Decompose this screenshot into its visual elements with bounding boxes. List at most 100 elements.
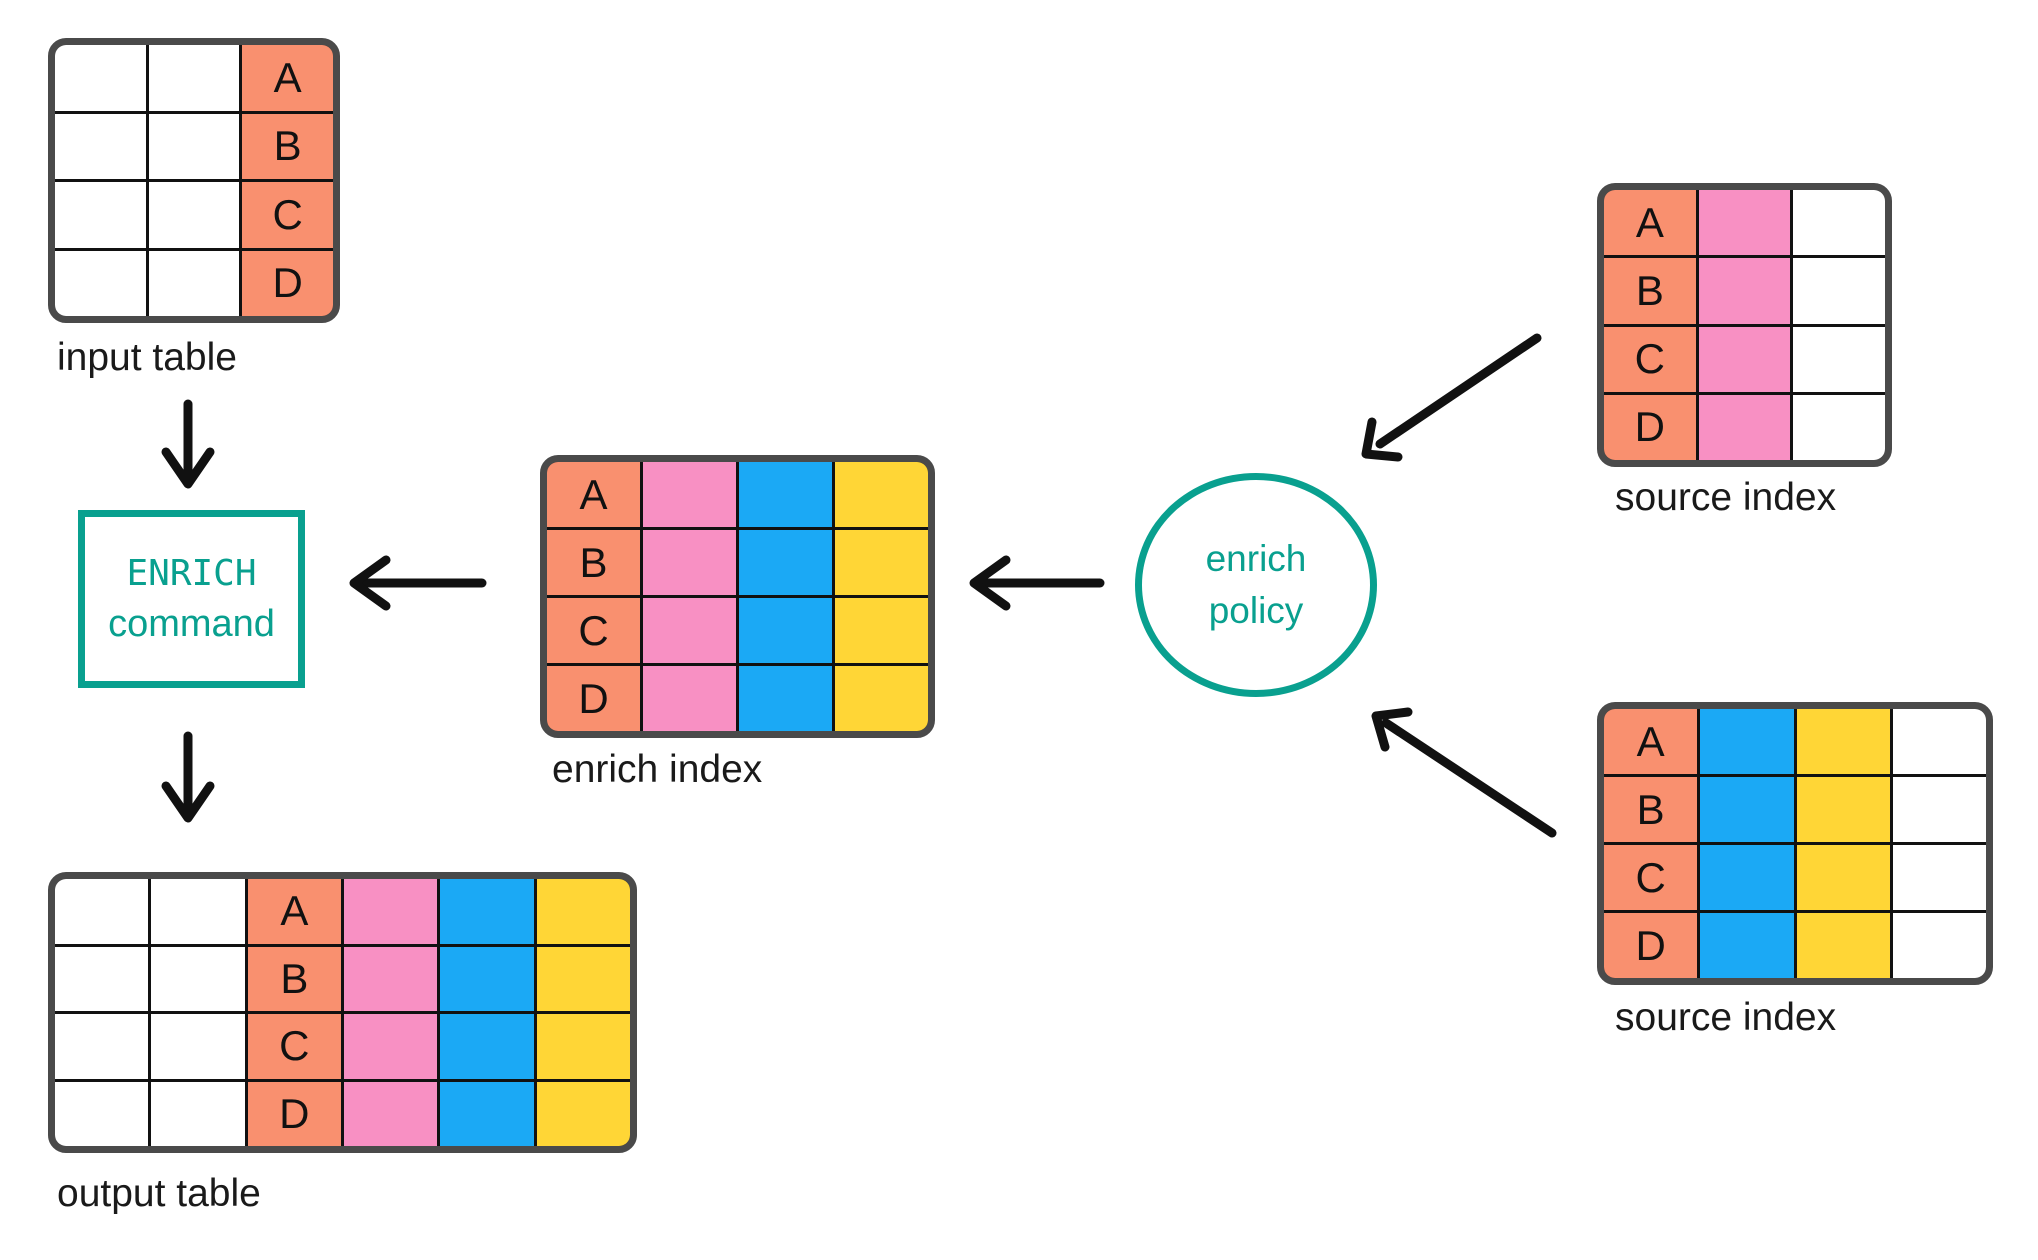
table-cell [1796,845,1890,910]
table-cell [1793,394,1885,460]
table-cell-letter: D [247,1081,341,1146]
table-cell-letter: A [247,879,341,944]
table-cell [344,879,438,944]
table-cell-letter: D [1604,394,1696,460]
table-cell [440,879,534,944]
input-table-label: input table [57,336,237,379]
table-cell [344,1014,438,1079]
table-cell-letter: B [1604,777,1698,842]
table-cell [344,1081,438,1146]
table-cell [151,1014,245,1079]
table-cell [148,182,240,248]
table-cell [835,530,928,595]
table-cell-letter: B [1604,258,1696,324]
source-index-top-label: source index [1615,476,1837,519]
table-cell-letter: C [242,182,333,248]
table-cell-letter: B [547,530,640,595]
table-cell [1892,845,1986,910]
table-cell [151,1081,245,1146]
table-cell [739,666,832,731]
table-cell-letter: C [547,598,640,663]
enrich-command-box: ENRICH command [78,510,305,688]
table-cell [536,879,630,944]
table-cell-letter: A [1604,190,1696,256]
table-cell [1700,913,1794,978]
table-cell-letter: B [242,113,333,179]
table-cell [1698,326,1791,392]
arrow-source-index-top-to-enrich-policy [1361,333,1542,462]
table-cell [1698,394,1791,460]
table-cell [1700,709,1794,774]
table-cell [739,530,832,595]
enrich-command-keyword: ENRICH [126,553,257,594]
table-cell-letter: C [247,1014,341,1079]
table-cell [440,1081,534,1146]
arrow-enrich-policy-to-enrich-index [969,555,1105,611]
table-cell [1796,777,1890,842]
table-cell-letter: A [1604,709,1698,774]
table-cell [1700,845,1794,910]
enrich-command-word: command [108,603,275,645]
arrow-source-index-bottom-to-enrich-policy [1371,707,1557,838]
table-cell [536,1014,630,1079]
table-cell [739,598,832,663]
table-cell-letter: A [242,45,333,111]
arrow-input-table-to-enrich-command [161,399,215,489]
table-cell [643,530,736,595]
table-cell [151,879,245,944]
table-cell [55,1081,149,1146]
table-cell [1698,258,1791,324]
table-cell-letter: D [547,666,640,731]
table-cell [55,946,149,1011]
table-cell-letter: D [1604,913,1698,978]
table-cell [1892,913,1986,978]
enrich-index-label: enrich index [552,748,763,791]
table-cell [151,946,245,1011]
table-cell [1698,190,1791,256]
table-cell-letter: B [247,946,341,1011]
table-cell [1793,190,1885,256]
arrow-enrich-index-to-enrich-command [349,555,487,611]
enrich-policy-line1: enrich [1205,538,1307,579]
table-cell [55,250,146,316]
table-cell [835,666,928,731]
table-cell [835,462,928,527]
table-cell [1793,326,1885,392]
table-cell [148,45,240,111]
table-cell [643,598,736,663]
table-cell [148,113,240,179]
enrich-policy-circle: enrich policy [1135,473,1377,697]
table-cell [55,182,146,248]
output-table-label: output table [57,1172,261,1215]
table-cell [55,879,149,944]
table-cell [1796,913,1890,978]
table-cell [643,666,736,731]
table-cell [643,462,736,527]
enrich-policy-line2: policy [1208,590,1304,631]
table-cell [1793,258,1885,324]
table-cell [148,250,240,316]
table-cell [835,598,928,663]
table-cell [1700,777,1794,842]
table-cell [1796,709,1890,774]
arrow-enrich-command-to-output-table [161,731,215,823]
table-cell [536,1081,630,1146]
source-index-bottom-label: source index [1615,996,1837,1039]
table-cell-letter: C [1604,326,1696,392]
table-cell [55,1014,149,1079]
table-cell [739,462,832,527]
table-cell [1892,777,1986,842]
table-cell [55,113,146,179]
table-cell-letter: D [242,250,333,316]
table-cell [536,946,630,1011]
table-cell [1892,709,1986,774]
table-cell [344,946,438,1011]
table-cell [55,45,146,111]
table-cell [440,946,534,1011]
